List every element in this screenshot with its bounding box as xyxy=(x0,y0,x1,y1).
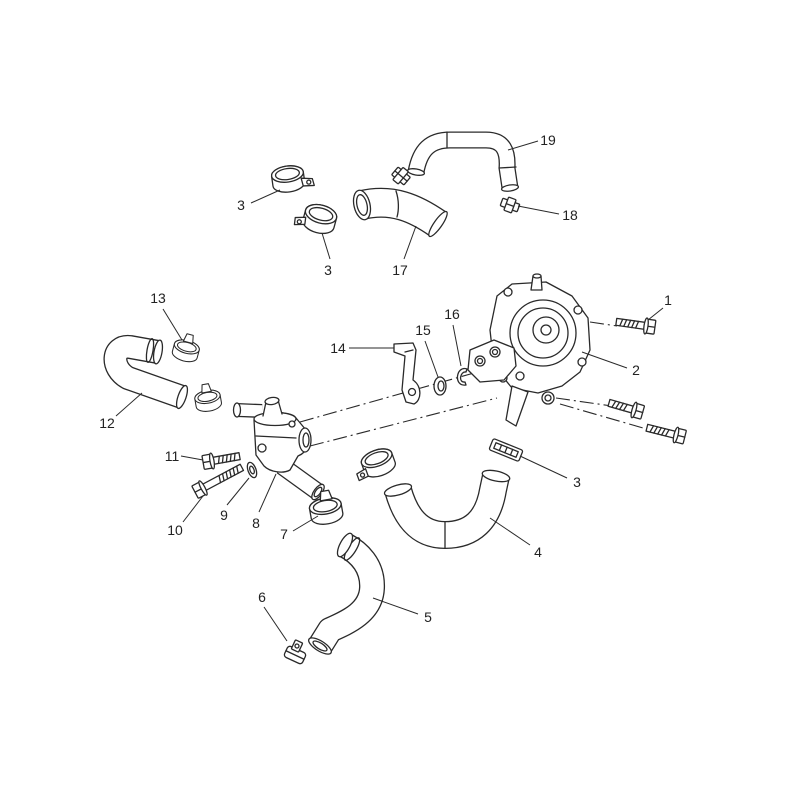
hose-clip-6 xyxy=(283,639,307,665)
leader-line-3-lower xyxy=(519,455,568,479)
callout-14: 14 xyxy=(330,340,346,356)
leader-line-17 xyxy=(403,225,417,260)
bolt-1-lower xyxy=(645,423,687,445)
leader-line-7 xyxy=(292,515,319,532)
bolt-10 xyxy=(191,463,245,499)
callout-18: 18 xyxy=(562,207,578,223)
leader-line-19 xyxy=(507,140,539,151)
leader-line-12 xyxy=(115,392,143,417)
retaining-ring-16 xyxy=(456,367,468,386)
leader-line-8 xyxy=(258,473,277,513)
leader-line-15 xyxy=(424,340,439,378)
callout-3-middle: 3 xyxy=(324,262,332,278)
leader-line-18 xyxy=(517,205,560,215)
callout-4: 4 xyxy=(534,544,542,560)
callout-16: 16 xyxy=(444,306,460,322)
callout-3-top: 3 xyxy=(237,197,245,213)
hose-12 xyxy=(103,335,189,410)
hose-19 xyxy=(406,131,520,192)
leader-line-2 xyxy=(581,351,628,369)
hose-clamp-3-middle xyxy=(293,203,338,235)
leader-line-9 xyxy=(226,477,250,506)
callout-8: 8 xyxy=(252,515,260,531)
washer-9 xyxy=(246,461,258,479)
leader-line-4 xyxy=(489,517,531,546)
callout-9: 9 xyxy=(220,507,228,523)
callouts: 19 3 18 3 17 13 1 16 15 14 2 12 11 3 9 1… xyxy=(99,132,672,625)
callout-5: 5 xyxy=(424,609,432,625)
o-ring-15 xyxy=(433,376,447,396)
leader-line-10 xyxy=(182,495,204,523)
leader-line-3-middle xyxy=(321,232,331,260)
thermostat-housing-8 xyxy=(232,396,325,501)
callout-19: 19 xyxy=(540,132,556,148)
leader-line-1 xyxy=(647,307,664,321)
bolt-1-upper xyxy=(615,317,657,335)
leader-line-3-top xyxy=(250,189,281,204)
leader-lines xyxy=(115,140,664,642)
hose-5 xyxy=(308,532,385,655)
leader-line-13 xyxy=(162,308,183,341)
hose-clip xyxy=(391,166,411,186)
callout-7: 7 xyxy=(280,526,288,542)
hose-clamp-3-lower xyxy=(488,438,524,462)
bolt-11 xyxy=(201,452,241,470)
hose-clamp-13 xyxy=(171,333,200,363)
callout-17: 17 xyxy=(392,262,408,278)
hose-17 xyxy=(352,187,448,238)
callout-3-lower: 3 xyxy=(573,474,581,490)
callout-1: 1 xyxy=(664,292,672,308)
hose-clamp-3-top xyxy=(270,165,315,193)
leader-line-16 xyxy=(452,324,462,367)
leader-line-11 xyxy=(180,455,204,461)
callout-15: 15 xyxy=(415,322,431,338)
callout-10: 10 xyxy=(167,522,183,538)
bolt-1-middle xyxy=(607,398,645,420)
callout-13: 13 xyxy=(150,290,166,306)
leader-line-6 xyxy=(263,606,288,642)
callout-2: 2 xyxy=(632,362,640,378)
hose-clamp-7 xyxy=(308,489,344,525)
hose-clamp-lower xyxy=(356,448,396,482)
water-pump-2 xyxy=(467,273,591,427)
callout-12: 12 xyxy=(99,415,115,431)
hose-4 xyxy=(383,469,511,549)
callout-11: 11 xyxy=(165,448,180,464)
callout-6: 6 xyxy=(258,589,266,605)
clip-18 xyxy=(499,196,521,214)
leader-line-5 xyxy=(372,597,419,615)
bracket-14 xyxy=(393,342,421,405)
hose-clamp-small xyxy=(194,383,222,412)
